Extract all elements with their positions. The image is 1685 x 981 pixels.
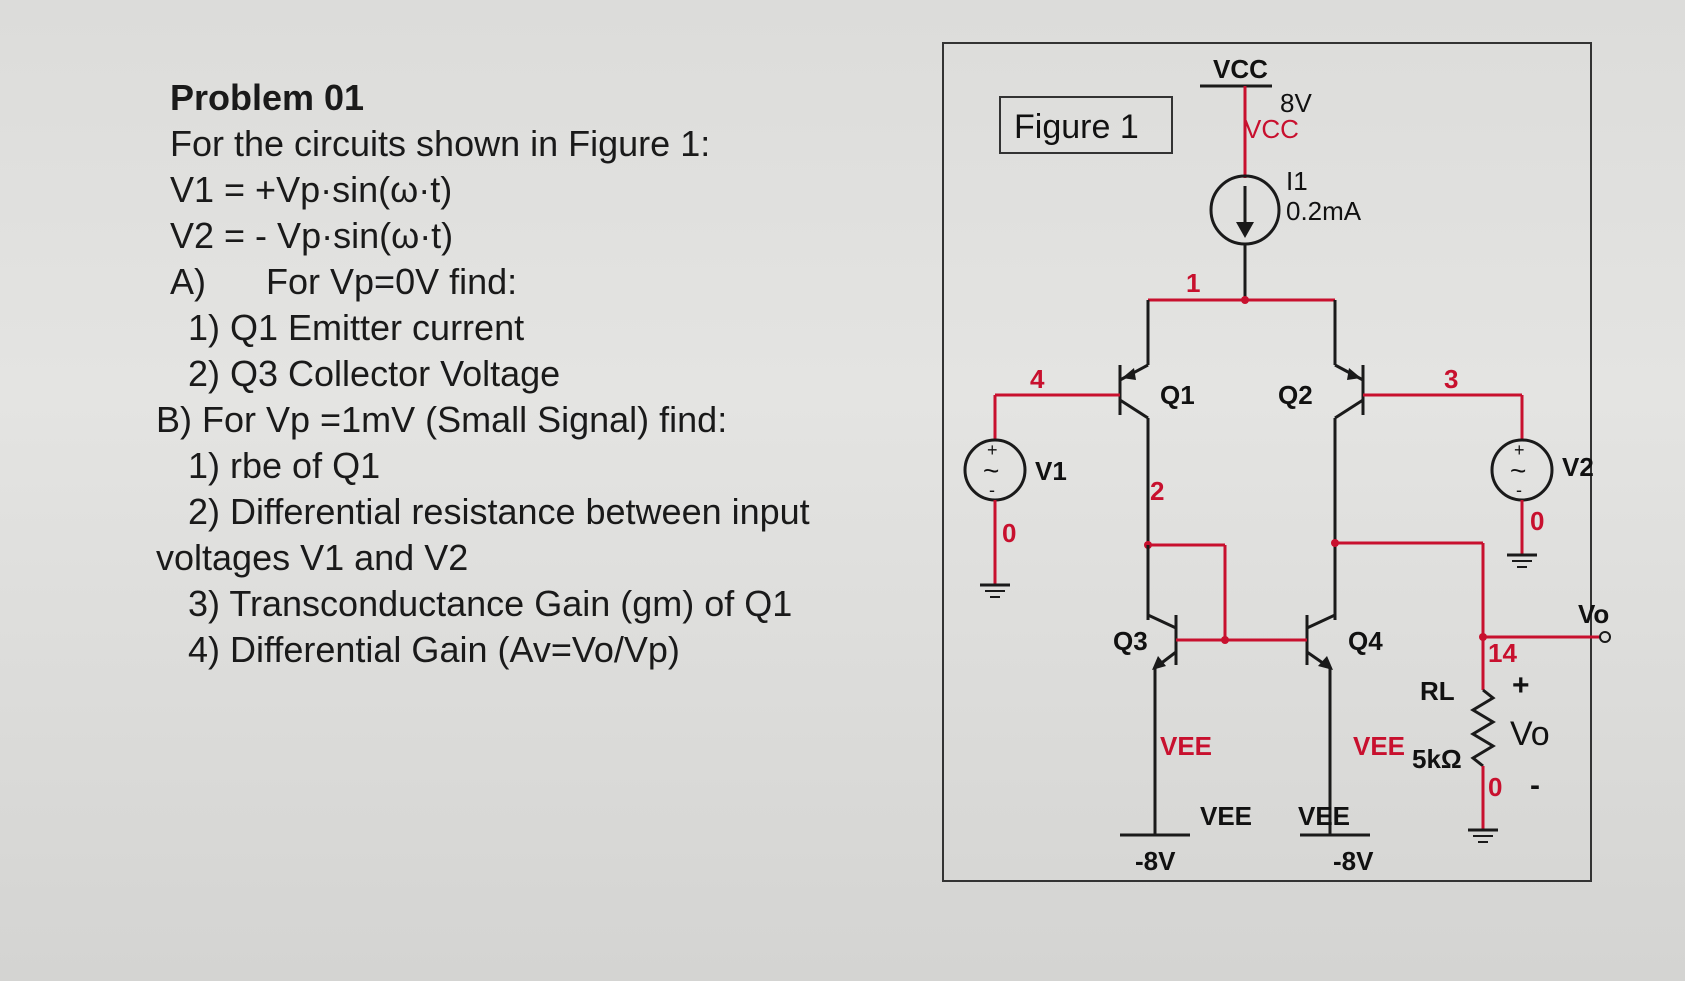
vee-right-label: VEE: [1298, 801, 1350, 831]
vcc-node-label: VCC: [1244, 114, 1299, 144]
current-arrow-head-icon: [1236, 222, 1254, 238]
node-2-label: 2: [1150, 476, 1164, 506]
figure-label: Figure 1: [1014, 108, 1139, 146]
q3-collector: [1147, 613, 1177, 630]
q3-arrow-icon: [1152, 656, 1166, 670]
v2-label: V2: [1562, 452, 1594, 482]
part-b-heading: B) For Vp =1mV (Small Signal) find:: [156, 399, 728, 440]
i1-name: I1: [1286, 166, 1308, 196]
q4-label: Q4: [1348, 626, 1383, 656]
q3-label: Q3: [1113, 626, 1148, 656]
v2-sine-icon: ~: [1510, 455, 1526, 486]
vcc-label: VCC: [1213, 54, 1268, 84]
q4-arrow-icon: [1318, 656, 1333, 670]
vo-terminal-icon: [1599, 631, 1611, 643]
vo-minus-sign: -: [1530, 769, 1540, 802]
q1-collector: [1119, 398, 1149, 420]
node-3-label: 3: [1444, 364, 1458, 394]
v2-minus: -: [1516, 480, 1522, 500]
node-14-label: 14: [1488, 638, 1517, 668]
vee-left-label: VEE: [1200, 801, 1252, 831]
v1-label: V1: [1035, 456, 1067, 486]
figure-label-box: [999, 96, 1173, 154]
mirror-base-dot: [1221, 636, 1229, 644]
node-0-left-label: 0: [1002, 518, 1016, 548]
q1-label: Q1: [1160, 380, 1195, 410]
v1-definition: V1 = +Vp·sin(ω·t): [170, 169, 453, 210]
part-b-item-1: 1) rbe of Q1: [188, 445, 381, 486]
problem-text: Problem 01 For the circuits shown in Fig…: [156, 75, 890, 673]
node-1-label: 1: [1186, 268, 1200, 298]
problem-title: Problem 01: [170, 77, 365, 118]
q4-collector: [1306, 613, 1336, 630]
node-0-rl-label: 0: [1488, 772, 1502, 802]
q2-collector: [1334, 398, 1364, 420]
node-14-dot: [1331, 539, 1339, 547]
i1-value: 0.2mA: [1286, 196, 1362, 226]
v1-minus: -: [989, 480, 995, 500]
figure-frame: [942, 42, 1592, 882]
vee-left-value: -8V: [1135, 846, 1176, 876]
q2-arrow-icon: [1347, 368, 1361, 380]
v2-definition: V2 = - Vp·sin(ω·t): [170, 215, 454, 256]
part-b-item-2: 2) Differential resistance between input: [188, 491, 810, 532]
q2-label: Q2: [1278, 380, 1313, 410]
node-1-dot: [1241, 296, 1249, 304]
part-b-item-4: 4) Differential Gain (Av=Vo/Vp): [188, 629, 680, 670]
node-0-right-label: 0: [1530, 506, 1544, 536]
q1-arrow-icon: [1122, 368, 1136, 380]
vee-q4-label: VEE: [1353, 731, 1405, 761]
vo-measure-label: Vo: [1510, 715, 1550, 753]
rl-resistor-icon: [1470, 688, 1496, 768]
vee-right-value: -8V: [1333, 846, 1374, 876]
v1-sine-icon: ~: [983, 455, 999, 486]
part-a-item-1: 1) Q1 Emitter current: [188, 307, 525, 348]
v1-plus: +: [987, 440, 998, 460]
rl-value: 5kΩ: [1412, 744, 1462, 774]
part-b-item-3: 3) Transconductance Gain (gm) of Q1: [188, 583, 793, 624]
part-b-item-2-cont: voltages V1 and V2: [156, 537, 469, 578]
vo-plus-sign: +: [1512, 669, 1530, 702]
problem-intro: For the circuits shown in Figure 1:: [170, 123, 711, 164]
part-a-heading: A) For Vp=0V find:: [170, 261, 518, 302]
node-4-label: 4: [1030, 364, 1045, 394]
vee-q3-label: VEE: [1160, 731, 1212, 761]
vcc-value: 8V: [1280, 88, 1312, 118]
v2-plus: +: [1514, 440, 1525, 460]
vo-output-label: Vo: [1578, 599, 1609, 629]
rl-name: RL: [1420, 676, 1455, 706]
vo-junction-dot: [1479, 633, 1487, 641]
part-a-item-2: 2) Q3 Collector Voltage: [188, 353, 561, 394]
